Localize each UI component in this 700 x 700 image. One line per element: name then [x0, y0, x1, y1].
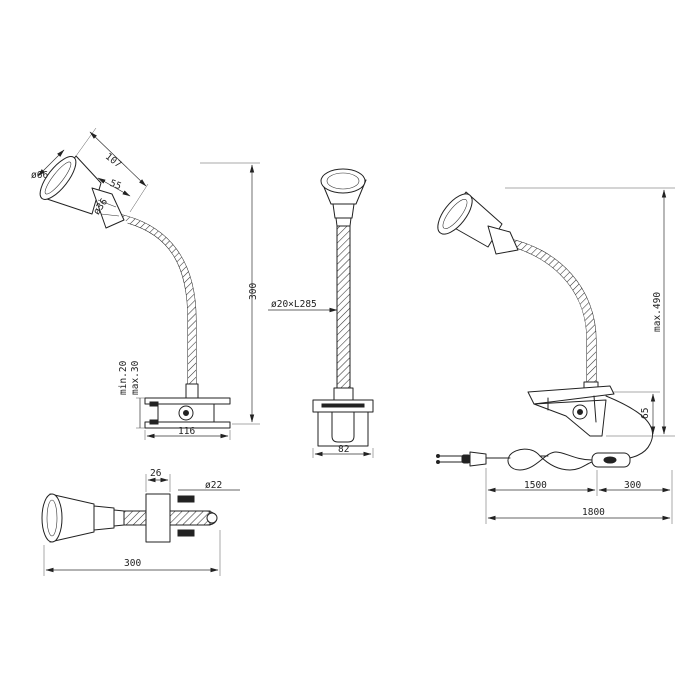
side-view: 107 55 ø66 ø36 300 min.20 max.30 116: [31, 127, 260, 440]
cord-view: max.490 65 1500 300 1800: [436, 187, 675, 524]
side-gooseneck: [117, 213, 197, 386]
side-clip-upper-jaw: [144, 397, 231, 405]
front-view: 82 ø20×L285: [268, 168, 374, 458]
dim-head-diameter: ø66: [31, 170, 48, 181]
dim-clip-width: 116: [178, 426, 195, 437]
top-clip-body: [145, 493, 171, 543]
power-plug: [469, 451, 487, 467]
dim-max-height: max.490: [652, 292, 663, 332]
dim-head-length: 107: [103, 151, 123, 170]
front-clip-body: [317, 411, 369, 447]
dim-clip-min: min.20: [118, 360, 129, 395]
side-clip-lower-jaw: [144, 421, 231, 429]
dim-total-length: 300: [124, 558, 141, 569]
dim-clip-max: max.30: [130, 360, 141, 395]
dim-gooseneck: ø20×L285: [271, 299, 317, 310]
cord-cable: [604, 395, 654, 461]
dim-switch-to-lamp: 300: [624, 480, 641, 491]
side-clip-post: [185, 383, 199, 399]
dim-base-width: 82: [338, 444, 349, 455]
dim-clamp-diameter: ø22: [205, 480, 222, 491]
top-view: 26 ø22 300: [41, 468, 240, 576]
front-clip-post: [333, 387, 354, 401]
dim-clamp-depth: 26: [150, 468, 162, 479]
front-shade-rim: [320, 168, 366, 194]
dim-cable-to-switch: 1500: [524, 480, 547, 491]
cord-cable-coil: [507, 448, 593, 471]
dim-clamp-offset: 65: [640, 408, 651, 419]
dim-height: 300: [248, 283, 259, 300]
dim-total-cable: 1800: [582, 507, 605, 518]
side-gooseneck-hatch: [118, 214, 196, 385]
front-gooseneck: [336, 225, 351, 391]
cord-clip-upper: [527, 385, 615, 405]
dim-neck-length: 55: [108, 178, 123, 192]
